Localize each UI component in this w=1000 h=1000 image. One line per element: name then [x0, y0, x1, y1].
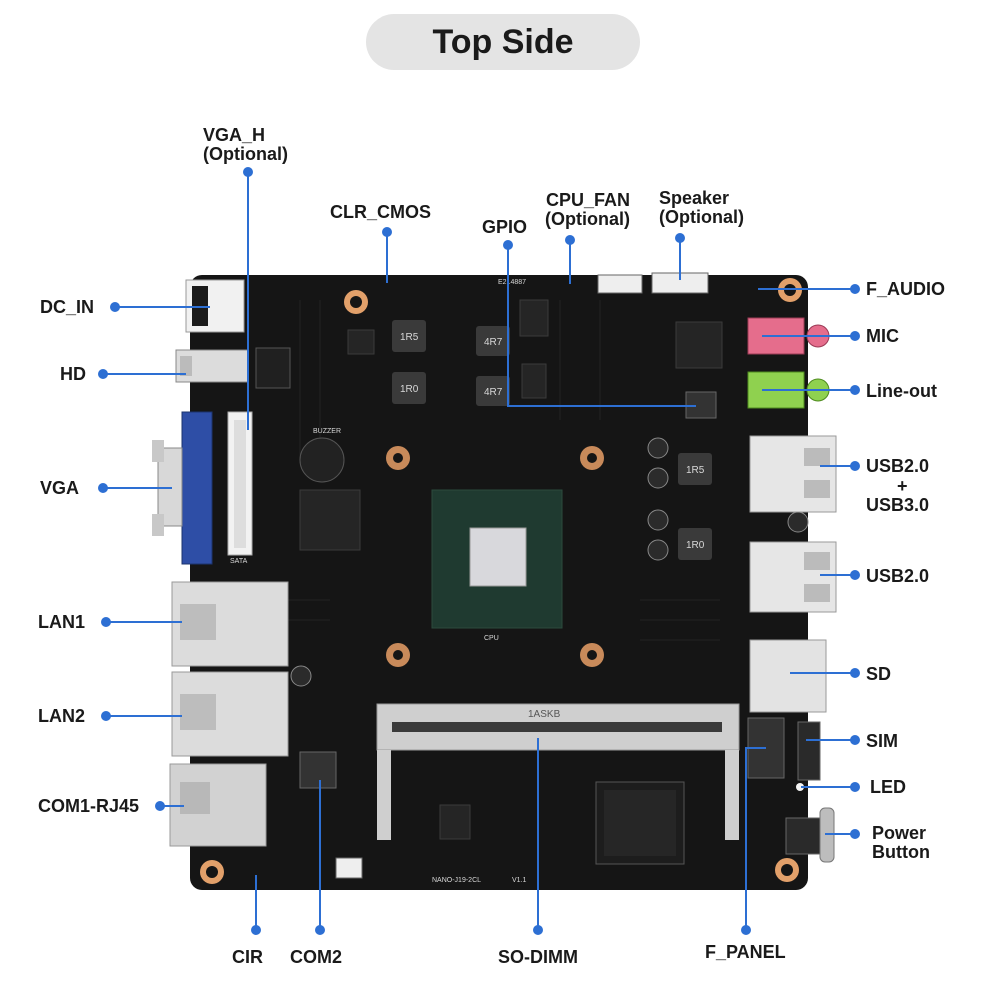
label-speaker-optional: (Optional) [659, 207, 744, 227]
led [796, 783, 804, 791]
title-pill: Top Side [366, 14, 640, 70]
hdmi-port [175, 349, 249, 383]
label-led: LED [870, 777, 906, 797]
dimm-silk: 1ASKB [528, 709, 561, 720]
lan1-port [171, 581, 289, 667]
label-vga-h-optional: (Optional) [203, 144, 288, 164]
model-silk: NANO-J19-2CL [432, 877, 481, 884]
label-f-audio: F_AUDIO [866, 279, 945, 299]
label-mic: MIC [866, 326, 899, 346]
label-usb2: USB2.0 [866, 566, 929, 586]
label-dc-in: DC_IN [40, 297, 94, 317]
power-button [785, 807, 835, 863]
label-vga-h: VGA_H [203, 125, 265, 145]
label-line-out: Line-out [866, 381, 937, 401]
label-so-dimm: SO-DIMM [498, 947, 578, 967]
label-sd: SD [866, 664, 891, 684]
sd-slot [749, 639, 827, 713]
ics [299, 299, 723, 840]
leader-lines [98, 167, 860, 935]
lan2-port [171, 671, 289, 757]
super-io-chip [595, 781, 685, 865]
label-hd: HD [60, 364, 86, 384]
label-cpu-fan: CPU_FAN [546, 190, 630, 210]
label-com2: COM2 [290, 947, 342, 967]
label-gpio: GPIO [482, 217, 527, 237]
capacitors [290, 437, 809, 687]
inductor-silk-5: 1R5 [686, 465, 705, 476]
callout-labels: DC_IN HD VGA LAN1 LAN2 COM1-RJ45 VGA_H (… [38, 125, 945, 967]
sim-slot [797, 721, 821, 781]
vga-port [152, 411, 213, 565]
com1-port [169, 763, 267, 847]
pcb-board: CPU 1R5 1R0 4R7 4R7 1R5 1R0 BUZZER [152, 272, 837, 890]
label-usb-combo-1: USB2.0 [866, 456, 929, 476]
page-title: Top Side [432, 22, 574, 61]
label-speaker: Speaker [659, 188, 729, 208]
sata-silk: SATA [230, 558, 248, 565]
label-power: Power [872, 823, 926, 843]
usb2-port [749, 541, 837, 613]
version-silk: V1.1 [512, 877, 527, 884]
cpu-chip: CPU [431, 489, 563, 642]
label-button: Button [872, 842, 930, 862]
label-sim: SIM [866, 731, 898, 751]
label-f-panel: F_PANEL [705, 942, 786, 962]
label-lan2: LAN2 [38, 706, 85, 726]
label-cpu-fan-optional: (Optional) [545, 209, 630, 229]
cpu-silk-label: CPU [484, 635, 499, 642]
label-usb-combo-plus: + [897, 476, 908, 496]
sata-connector: SATA [227, 411, 253, 565]
cert-silk: E214887 [498, 279, 526, 286]
inductor-silk-2: 1R0 [400, 384, 419, 395]
label-lan1: LAN1 [38, 612, 85, 632]
inductor-silk-4: 4R7 [484, 387, 503, 398]
inductor-silk-1: 1R5 [400, 332, 419, 343]
label-com1: COM1-RJ45 [38, 796, 139, 816]
label-cir: CIR [232, 947, 263, 967]
inductor-silk-6: 1R0 [686, 540, 705, 551]
buzzer-silk: BUZZER [313, 428, 341, 435]
so-dimm-slot: 1ASKB [376, 703, 740, 840]
inductors: 1R5 1R0 4R7 4R7 1R5 1R0 [392, 320, 712, 560]
buzzer [299, 437, 345, 483]
label-vga: VGA [40, 478, 79, 498]
inductor-silk-3: 4R7 [484, 337, 503, 348]
usb-combo-port [749, 435, 837, 513]
label-usb-combo-2: USB3.0 [866, 495, 929, 515]
label-clr-cmos: CLR_CMOS [330, 202, 431, 222]
